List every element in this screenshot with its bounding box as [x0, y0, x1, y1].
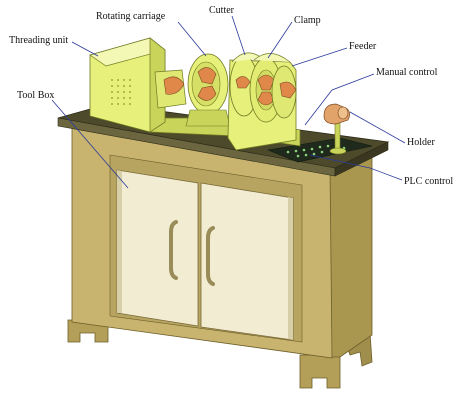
leader-cutter	[231, 15, 246, 56]
label-tool-box: Tool Box	[17, 90, 55, 101]
label-rotating-carriage: Rotating carriage	[96, 11, 166, 22]
holder	[323, 103, 350, 155]
leader-rotating-carriage	[177, 21, 207, 57]
cabinet	[67, 127, 373, 389]
machine	[89, 37, 301, 151]
threading-unit	[89, 37, 187, 133]
leader-clamp	[267, 21, 293, 59]
leader-feeder	[291, 47, 348, 67]
leader-lines	[51, 15, 406, 189]
label-feeder: Feeder	[349, 41, 377, 52]
door-right-edge	[288, 197, 293, 340]
table-top-side-edge	[334, 141, 389, 177]
leader-tool-box	[51, 99, 129, 189]
cabinet-side	[329, 149, 373, 358]
leg-front-right	[299, 354, 341, 389]
cutter-clamp-feeder	[227, 52, 297, 151]
label-holder: Holder	[407, 137, 435, 148]
door-handle-right	[206, 226, 215, 286]
leader-plc-control	[309, 154, 403, 181]
door-handle-left	[169, 220, 178, 280]
door-left	[116, 169, 199, 327]
label-cutter: Cutter	[209, 5, 234, 16]
plc-panel	[266, 137, 373, 163]
label-threading-unit: Threading unit	[9, 35, 69, 46]
leader-holder	[349, 111, 406, 144]
rotating-carriage	[185, 53, 231, 127]
door-left-edge	[117, 170, 122, 313]
leader-manual-control	[304, 73, 375, 126]
label-clamp: Clamp	[294, 15, 321, 26]
leader-threading-unit	[71, 41, 99, 57]
label-manual-control: Manual control	[376, 67, 438, 78]
label-plc-control: PLC control	[404, 176, 454, 187]
door-right	[200, 182, 294, 341]
